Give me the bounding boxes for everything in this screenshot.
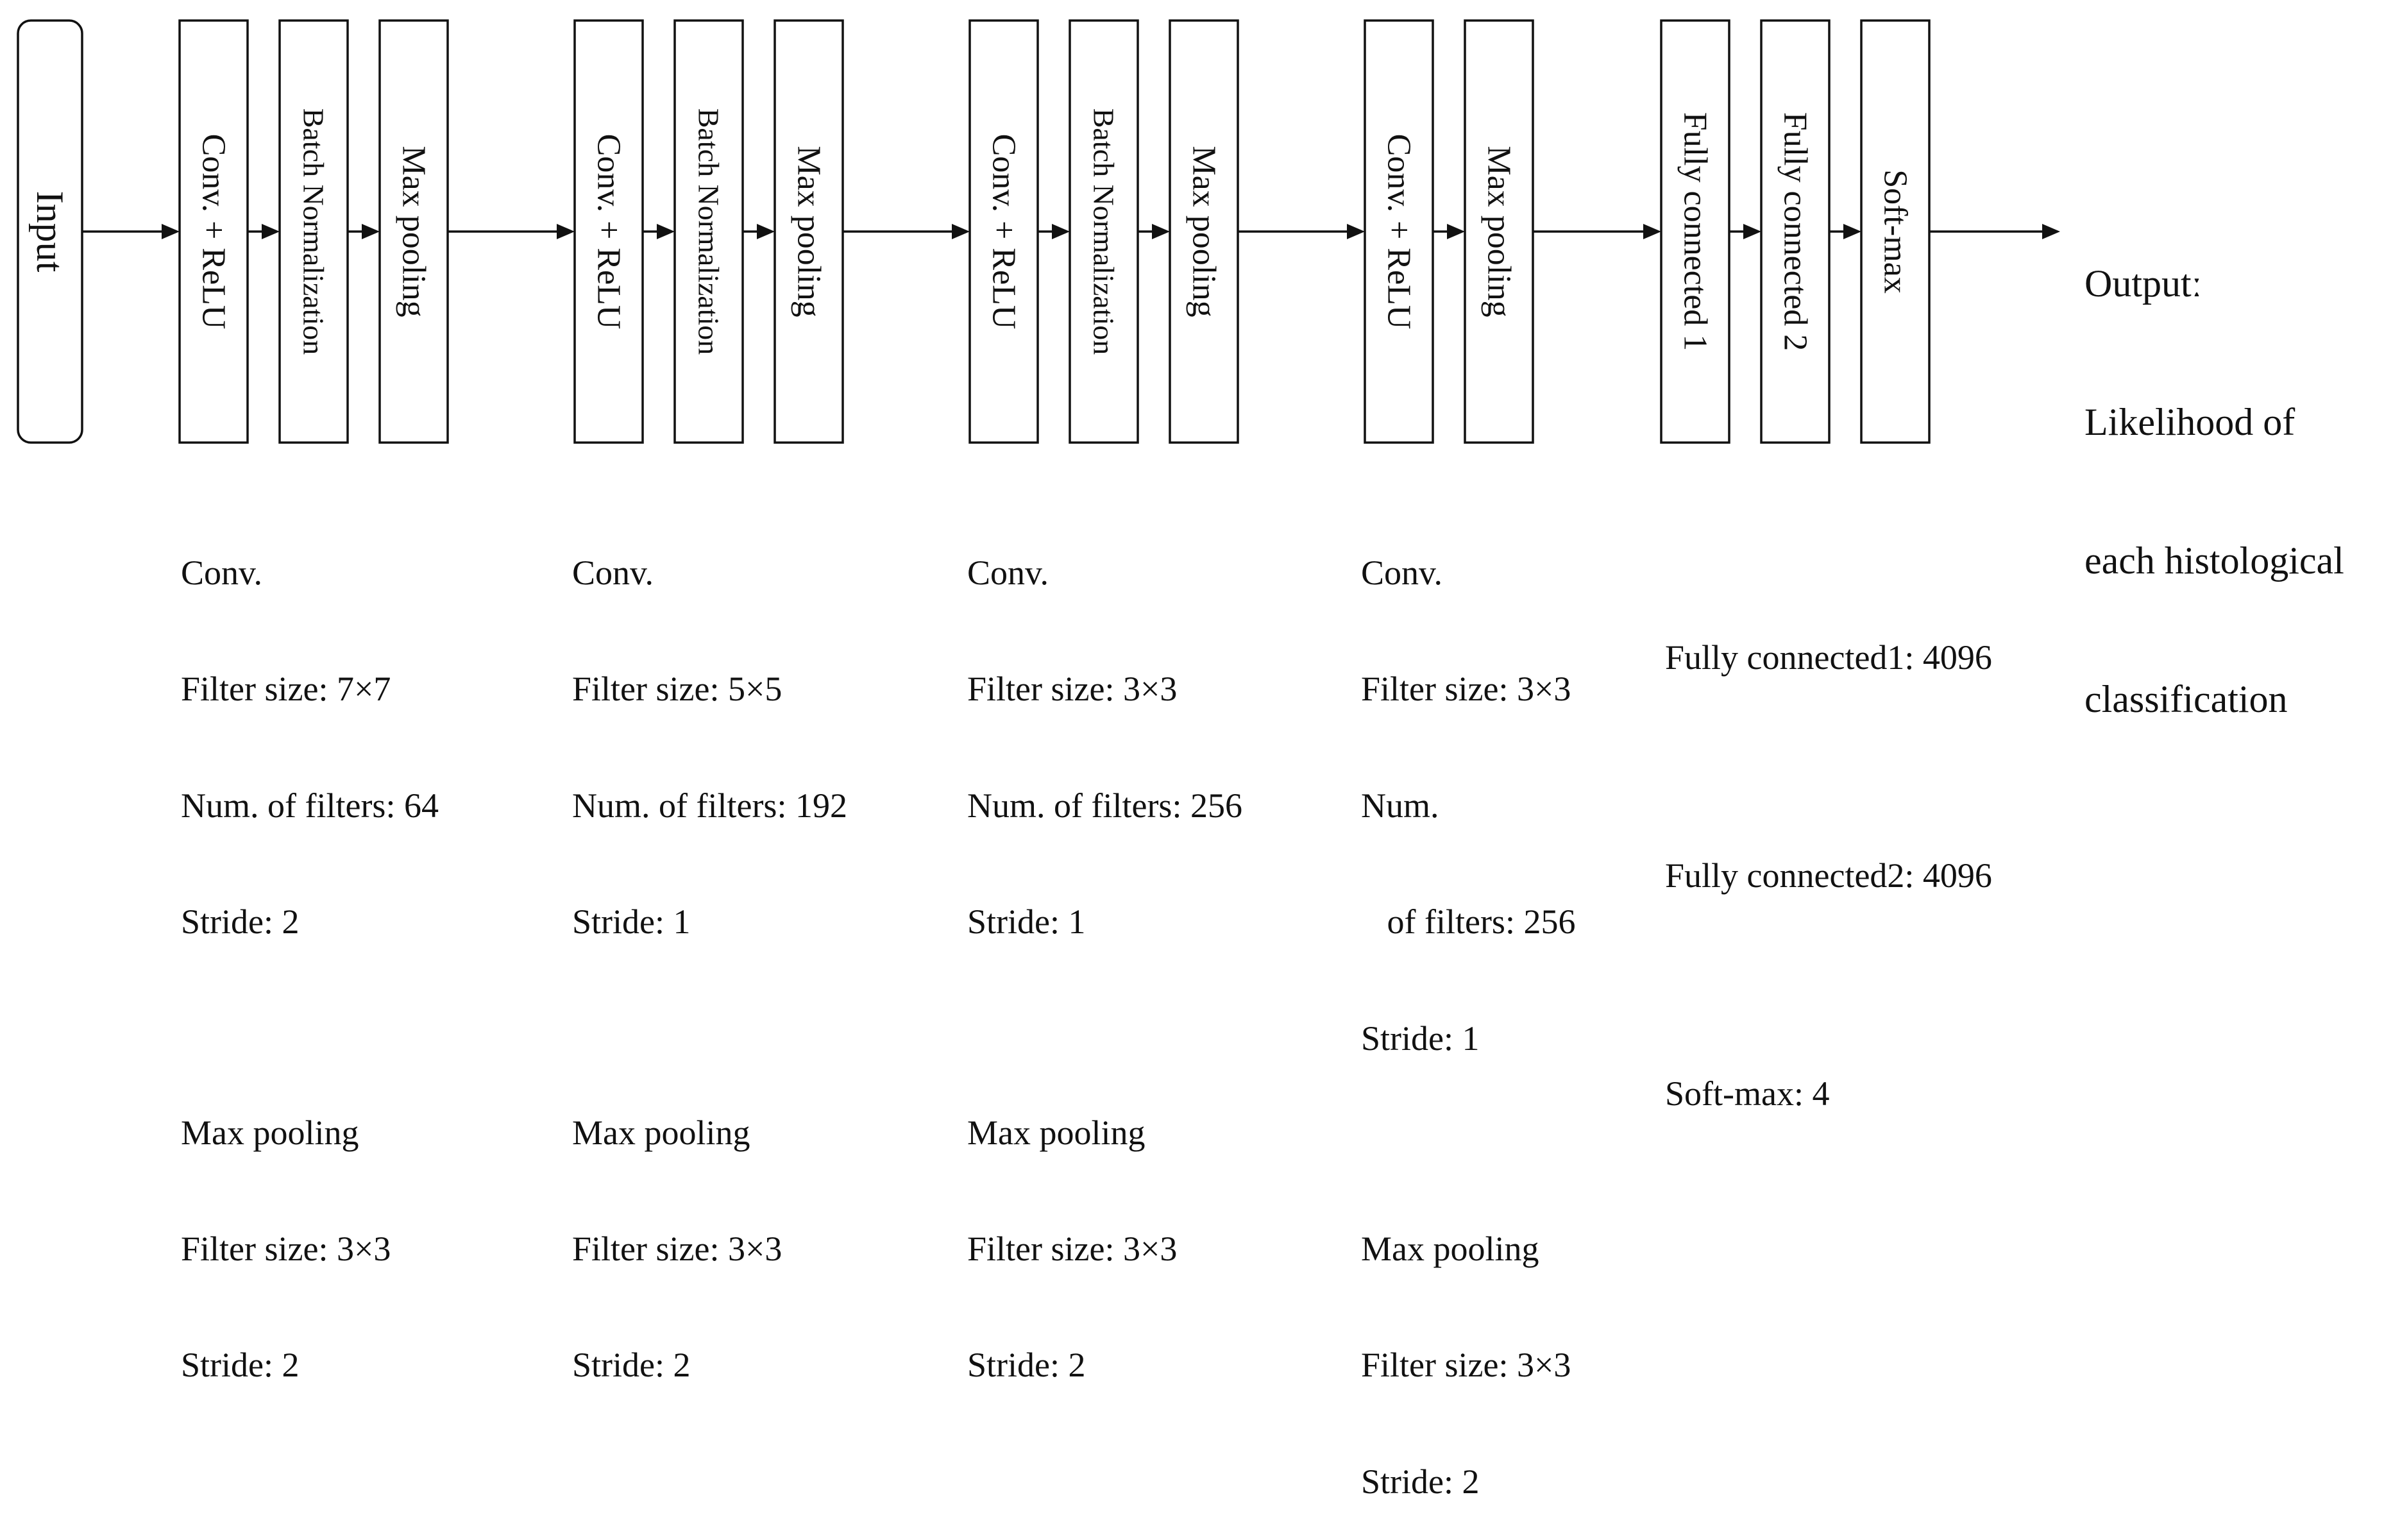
layer-block-fully-connected-1: Fully connected 1 xyxy=(1660,19,1730,444)
cnn-architecture-diagram: Input Conv. + ReLU Batch Normalization M… xyxy=(17,19,2060,444)
note-line: Num. xyxy=(1361,786,1439,825)
block-label: Conv. + ReLU xyxy=(1381,134,1417,330)
block-label: Max pooling xyxy=(1186,146,1222,317)
layer-block-max-pooling-4: Max pooling xyxy=(1464,19,1534,444)
output-arrow xyxy=(1929,224,2060,239)
block-label: Batch Normalization xyxy=(1088,108,1120,355)
note-line: Filter size: 5×5 xyxy=(572,670,782,709)
note-spacer xyxy=(1361,1135,1575,1152)
note-line: of filters: 256 xyxy=(1361,902,1576,942)
output-line: classification xyxy=(2084,678,2288,720)
note-line: Max pooling xyxy=(1361,1229,1539,1268)
note-line: Filter size: 3×3 xyxy=(1361,670,1571,709)
block-label: Fully connected 1 xyxy=(1677,112,1714,351)
arrow xyxy=(1138,224,1170,239)
arrow xyxy=(348,224,380,239)
note-line: Stride: 2 xyxy=(1361,1462,1480,1501)
note-line: Fully connected1: 4096 xyxy=(1665,638,1992,677)
block-label: Fully connected 2 xyxy=(1777,112,1814,351)
note-line: Max pooling xyxy=(181,1113,359,1152)
note-line: Num. of filters: 256 xyxy=(967,786,1242,825)
layer-block-conv-relu-3: Conv. + ReLU xyxy=(968,19,1039,444)
group4-parameters: Conv. Filter size: 3×3 Num. of filters: … xyxy=(1361,476,1575,1540)
layer-block-conv-relu-2: Conv. + ReLU xyxy=(573,19,644,444)
layer-block-soft-max: Soft-max xyxy=(1860,19,1931,444)
note-line: Fully connected2: 4096 xyxy=(1665,856,1992,895)
note-line: Filter size: 3×3 xyxy=(967,670,1178,709)
layer-block-batch-norm-2: Batch Normalization xyxy=(673,19,744,444)
note-line: Max pooling xyxy=(572,1113,750,1152)
block-label: Max pooling xyxy=(791,146,827,317)
layer-block-conv-relu-4: Conv. + ReLU xyxy=(1364,19,1434,444)
block-label: Batch Normalization xyxy=(693,108,725,355)
note-spacer xyxy=(572,1019,847,1036)
note-spacer xyxy=(967,1019,1242,1036)
flow-arrows xyxy=(82,224,2060,239)
layer-block-max-pooling-1: Max pooling xyxy=(378,19,449,444)
note-line: Stride: 2 xyxy=(967,1346,1086,1385)
note-line: Stride: 1 xyxy=(572,902,691,942)
block-label: Max pooling xyxy=(1481,146,1518,317)
block-label: Conv. + ReLU xyxy=(986,134,1022,330)
block-label: Soft-max xyxy=(1877,169,1914,294)
output-line: each histological xyxy=(2084,539,2344,582)
note-line: Filter size: 3×3 xyxy=(1361,1346,1571,1385)
layer-block-fully-connected-2: Fully connected 2 xyxy=(1760,19,1831,444)
layer-block-max-pooling-3: Max pooling xyxy=(1169,19,1239,444)
note-spacer xyxy=(181,1019,439,1036)
note-line: Stride: 1 xyxy=(967,902,1086,942)
note-line: Filter size: 3×3 xyxy=(181,1229,391,1268)
arrow xyxy=(1038,224,1070,239)
block-label: Batch Normalization xyxy=(298,108,330,355)
layer-block-batch-norm-1: Batch Normalization xyxy=(278,19,349,444)
group3-parameters: Conv. Filter size: 3×3 Num. of filters: … xyxy=(967,476,1242,1423)
arrow xyxy=(1433,224,1465,239)
block-label: Max pooling xyxy=(396,146,432,317)
block-label: Conv. + ReLU xyxy=(196,134,232,330)
arrow xyxy=(1238,224,1365,239)
arrow xyxy=(1729,224,1761,239)
arrow xyxy=(448,224,575,239)
input-node: Input xyxy=(17,19,83,444)
note-line: Filter size: 7×7 xyxy=(181,670,391,709)
output-description: Outputː Likelihood of each histological … xyxy=(2084,168,2344,768)
note-line: Num. of filters: 64 xyxy=(181,786,439,825)
note-line: Stride: 2 xyxy=(181,1346,300,1385)
arrow xyxy=(1533,224,1661,239)
note-line: Num. of filters: 192 xyxy=(572,786,847,825)
output-line: Likelihood of xyxy=(2084,401,2296,443)
arrow xyxy=(743,224,775,239)
fully-connected-parameters: Fully connected1: 4096 Fully connected2:… xyxy=(1665,476,1992,1203)
note-line: Conv. xyxy=(967,553,1049,592)
layer-block-batch-norm-3: Batch Normalization xyxy=(1069,19,1139,444)
note-line: Max pooling xyxy=(967,1113,1146,1152)
note-line: Conv. xyxy=(572,553,654,592)
output-line: Outputː xyxy=(2084,262,2203,305)
note-line: Conv. xyxy=(181,553,263,592)
block-label: Conv. + ReLU xyxy=(591,134,627,330)
arrow xyxy=(643,224,675,239)
note-line: Conv. xyxy=(1361,553,1443,592)
note-line: Soft-max: 4 xyxy=(1665,1074,1830,1113)
note-line: Stride: 2 xyxy=(181,902,300,942)
note-line: Stride: 1 xyxy=(1361,1019,1480,1058)
input-label: Input xyxy=(29,191,71,273)
group2-parameters: Conv. Filter size: 5×5 Num. of filters: … xyxy=(572,476,847,1423)
arrow xyxy=(248,224,280,239)
note-line: Filter size: 3×3 xyxy=(967,1229,1178,1268)
arrow xyxy=(843,224,970,239)
note-line: Filter size: 3×3 xyxy=(572,1229,782,1268)
arrow xyxy=(82,224,180,239)
arrow xyxy=(1829,224,1861,239)
layer-block-conv-relu-1: Conv. + ReLU xyxy=(178,19,249,444)
layer-block-max-pooling-2: Max pooling xyxy=(774,19,844,444)
note-line: Stride: 2 xyxy=(572,1346,691,1385)
group1-parameters: Conv. Filter size: 7×7 Num. of filters: … xyxy=(181,476,439,1423)
